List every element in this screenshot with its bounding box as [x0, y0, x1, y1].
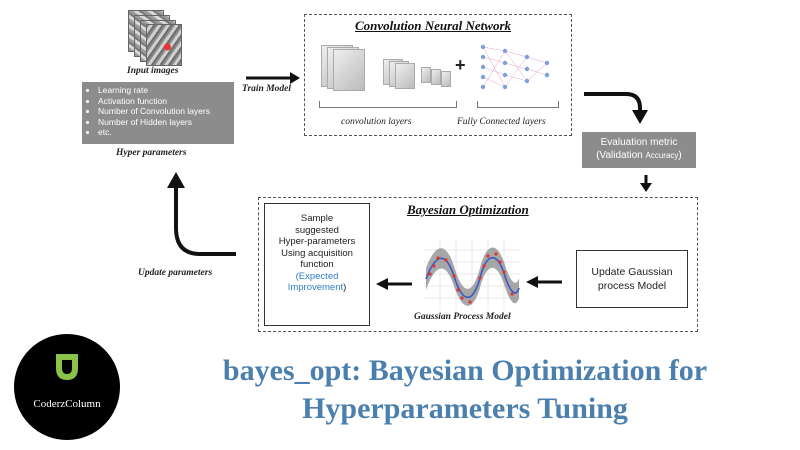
hyper-param-item: Learning rate [98, 85, 228, 96]
sample-hyperparameters-box: Sample suggested Hyper-parameters Using … [264, 203, 370, 326]
sample-close-paren: ) [343, 282, 347, 293]
evaluation-line1: Evaluation metric [600, 137, 678, 148]
fc-caption: Fully Connected layers [457, 117, 546, 127]
train-model-arrow [246, 72, 300, 84]
sample-line: function [300, 259, 334, 270]
expected-improvement-line: Improvement [287, 282, 344, 293]
gp-caption: Gaussian Process Model [414, 312, 511, 322]
sample-line: Using acquisition [281, 247, 353, 259]
hyper-parameters-box: Learning rate Activation function Number… [82, 82, 234, 144]
leaf-icon [56, 354, 78, 380]
conv-layer [441, 71, 451, 87]
conv-layers-graphic [321, 43, 451, 93]
bayesian-optimization-box: Bayesian Optimization [258, 197, 698, 332]
update-gaussian-box: Update Gaussian process Model [576, 250, 688, 308]
arrow-to-gp [526, 276, 562, 288]
input-images-caption: Input images [127, 66, 179, 76]
fc-brace [477, 101, 559, 108]
sample-line: Hyper-parameters [278, 236, 356, 247]
conv-layer [431, 69, 441, 85]
input-images [128, 10, 188, 66]
input-image-4 [146, 24, 182, 66]
evaluation-metric-box: Evaluation metric (Validation Accuracy) [582, 132, 696, 168]
evaluation-line2: (Validation Accuracy) [582, 149, 696, 162]
arrow-to-sample [376, 278, 412, 290]
update-parameters-arrow [167, 172, 236, 256]
conv-layer [421, 67, 431, 83]
conv-caption: convolution layers [341, 117, 412, 127]
logo-text: CoderzColumn [33, 398, 101, 410]
gaussian-process-plot [424, 238, 520, 310]
conv-layer [395, 63, 415, 89]
expected-improvement-line: (Expected [295, 270, 339, 282]
conv-brace [319, 101, 457, 108]
page-title: bayes_opt: Bayesian Optimization for Hyp… [130, 352, 800, 428]
fully-connected-graphic [480, 44, 550, 90]
hyper-param-item: Number of Convolution layers [98, 106, 228, 117]
coderzcolumn-logo [14, 334, 120, 440]
hyper-param-item: Activation function [98, 96, 228, 107]
title-line: bayes_opt: Bayesian Optimization for [222, 354, 708, 387]
plus-sign: + [455, 55, 466, 75]
title-line: Hyperparameters Tuning [302, 392, 628, 425]
sample-line: suggested [295, 224, 339, 236]
conv-layer [333, 49, 365, 91]
evaluation-line2-small: Accuracy [645, 151, 679, 160]
update-parameters-label: Update parameters [138, 268, 213, 278]
evaluation-line2-end: ) [678, 150, 682, 161]
hyper-param-item: Number of Hidden layers [98, 117, 228, 128]
sample-line: Sample [300, 213, 334, 224]
cnn-box: Convolution Neural Network convolution l… [304, 14, 572, 136]
evaluation-line2-main: (Validation [596, 150, 646, 161]
update-gp-line: Update Gaussian [591, 266, 673, 278]
curved-arrow-to-evaluation [584, 92, 648, 124]
bayesian-title: Bayesian Optimization [407, 202, 529, 217]
down-arrow [640, 175, 652, 192]
train-model-label: Train Model [242, 84, 291, 94]
cnn-title: Convolution Neural Network [355, 18, 512, 33]
update-gp-line: process Model [597, 280, 667, 292]
hyper-parameters-caption: Hyper parameters [116, 148, 187, 158]
hyper-param-item: etc. [98, 127, 228, 138]
